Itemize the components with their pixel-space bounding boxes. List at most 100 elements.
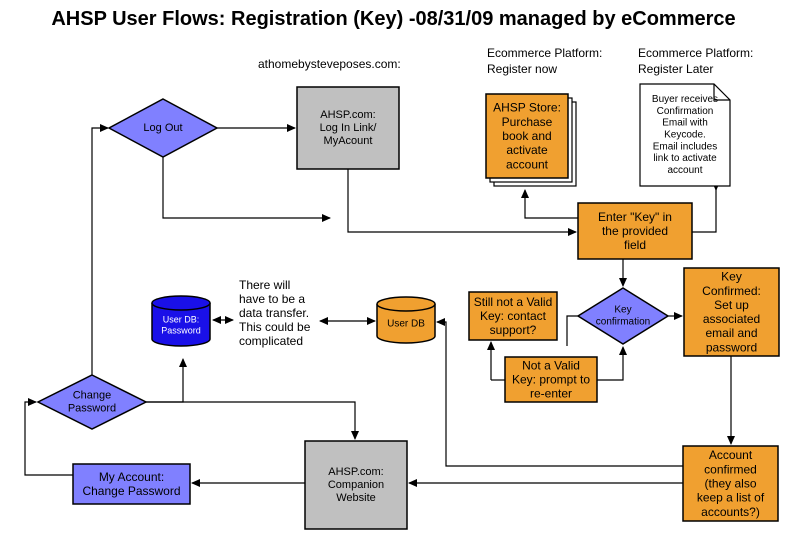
node-text-line: Key [614, 305, 631, 316]
node-text-line: Still not a Valid [474, 295, 553, 309]
database-body [376, 304, 436, 344]
annotation-line: There will [239, 278, 290, 292]
node-text-line: Email includes [653, 141, 717, 152]
register-later-label-line-2: Register Later [638, 62, 714, 76]
node-text-line: Purchase [502, 115, 553, 129]
node-text-line: User DB [387, 319, 425, 330]
node-text-line: account [667, 165, 702, 176]
node-text-line: Confirmed: [702, 284, 761, 298]
database-body [151, 303, 211, 347]
node-text-line: account [506, 157, 549, 171]
node-text-line: accounts?) [701, 505, 760, 519]
register-now-label-line-2: Register now [487, 62, 558, 76]
node-text-line: the provided [602, 224, 668, 238]
node-ahsp-login: AHSP.com:Log In Link/MyAcount [296, 86, 400, 170]
node-text-line: book and [502, 129, 551, 143]
node-text-line: AHSP.com: [328, 466, 383, 478]
node-text-line: confirmed [704, 462, 757, 476]
process-box [683, 267, 780, 357]
connectors [24, 124, 735, 487]
node-text-line: Website [336, 492, 376, 504]
connector [521, 189, 578, 219]
node-text-line: Password [68, 402, 116, 414]
database-top [151, 295, 211, 311]
node-text-line: Change [73, 390, 112, 402]
register-later-label-line-1: Ecommerce Platform: [638, 46, 754, 60]
connector [347, 169, 577, 236]
annotation-line: This could be [239, 320, 311, 334]
node-text-line: activate [506, 143, 548, 157]
document-shape [639, 83, 731, 187]
connector [436, 318, 683, 467]
node-text-line: Email with [662, 118, 708, 129]
connector [146, 358, 187, 403]
node-text-line: Confirmation [657, 106, 714, 117]
annotation-line: complicated [239, 334, 303, 348]
process-box [304, 440, 408, 530]
connector [24, 398, 73, 476]
site-label: athomebysteveposes.com: [258, 57, 401, 71]
decision-diamond [107, 98, 219, 158]
node-text-line: field [624, 238, 646, 252]
process-box [504, 356, 598, 403]
node-text-line: Key: contact [480, 309, 547, 323]
node-text-line: support? [490, 323, 537, 337]
register-now-label-line-1: Ecommerce Platform: [487, 46, 603, 60]
connector [91, 124, 109, 375]
node-text-line: Key [721, 270, 742, 284]
node-text-line: (they also [704, 477, 756, 491]
connector [162, 157, 331, 222]
process-box [485, 93, 569, 179]
node-text-line: Password [161, 325, 201, 335]
node-user-db-password: User DB:Password [151, 295, 211, 347]
process-box [72, 463, 191, 505]
node-text-line: Key: prompt to [512, 373, 590, 387]
node-text-line: password [706, 340, 757, 354]
node-text-line: keep a list of [697, 491, 765, 505]
annotation-line: have to be a [239, 292, 305, 306]
node-user-db: User DB [376, 296, 436, 344]
annotation-line: data transfer. [239, 306, 309, 320]
decision-diamond [576, 287, 670, 345]
process-box [682, 445, 779, 522]
node-text-line: MyAcount [324, 135, 373, 147]
node-text-line: Log In Link/ [320, 122, 378, 134]
connector [146, 401, 359, 440]
process-box [577, 202, 693, 260]
node-text-line: Not a Valid [522, 358, 580, 372]
node-text-line: User DB: [163, 315, 200, 325]
node-text-line: confirmation [596, 316, 650, 327]
connector [566, 315, 578, 346]
node-text-line: Keycode. [664, 130, 706, 141]
node-text-line: link to activate [653, 153, 717, 164]
node-text-line: Buyer receives [652, 94, 718, 105]
node-text-line: associated [703, 312, 760, 326]
database-top [376, 296, 436, 312]
node-text-line: email and [705, 326, 757, 340]
connector [597, 346, 627, 381]
document-fold [713, 84, 730, 101]
node-text-line: Enter "Key" in [598, 210, 672, 224]
node-text-line: Companion [328, 479, 384, 491]
node-log-out: Log Out [107, 98, 219, 158]
process-box [468, 291, 558, 341]
connector [692, 186, 717, 233]
diagram-title: AHSP User Flows: Registration (Key) -08/… [51, 8, 736, 30]
decision-diamond [36, 374, 148, 430]
node-text-line: AHSP Store: [493, 101, 561, 115]
node-my-account: My Account:Change Password [72, 463, 191, 505]
node-text-line: Set up [714, 298, 749, 312]
node-text-line: My Account: [99, 470, 164, 484]
node-text-line: re-enter [530, 387, 572, 401]
